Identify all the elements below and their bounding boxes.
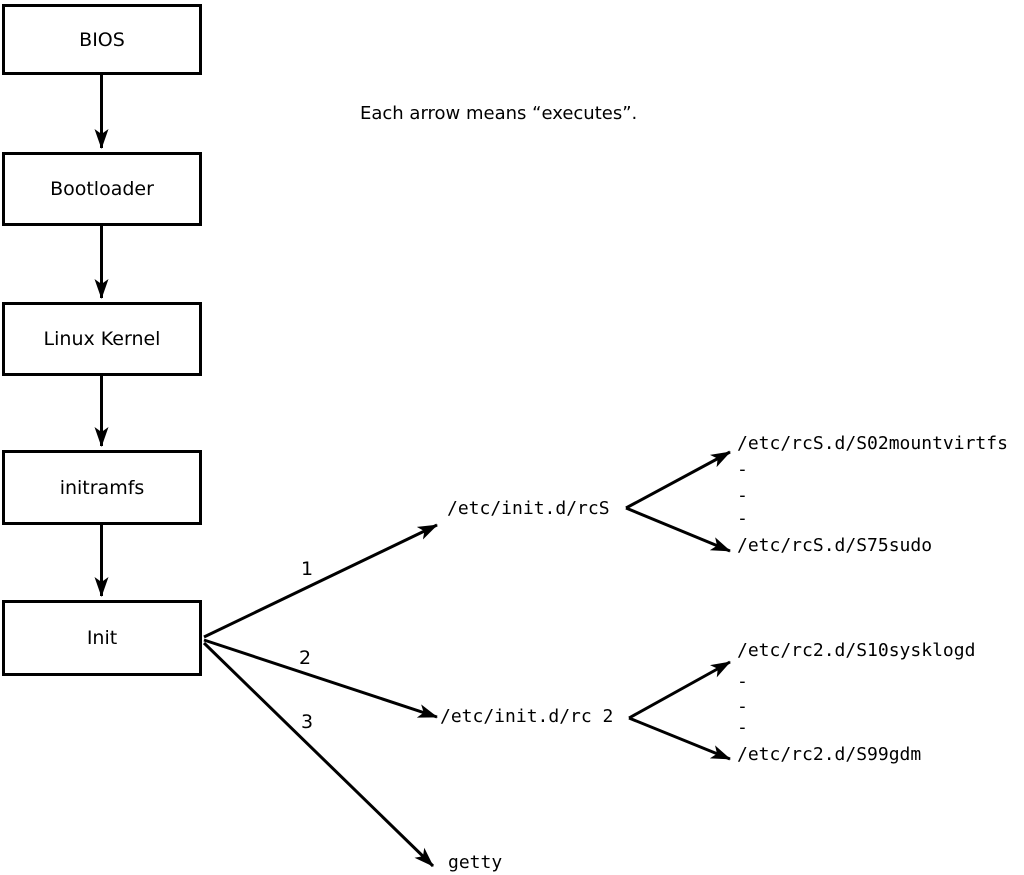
node-etc-init-d-rc2: /etc/init.d/rc 2 bbox=[440, 706, 614, 727]
rc2-script-first: /etc/rc2.d/S10sysklogd bbox=[737, 640, 976, 661]
node-bootloader-label: Bootloader bbox=[50, 178, 154, 200]
edge-label-1: 1 bbox=[301, 558, 314, 580]
arrow-rc2-to-last-script bbox=[628, 716, 731, 761]
arrow-init-to-rcS bbox=[203, 523, 438, 639]
rc2-script-last: /etc/rc2.d/S99gdm bbox=[737, 744, 922, 765]
node-linux-kernel-label: Linux Kernel bbox=[43, 328, 161, 350]
rcS-script-last: /etc/rcS.d/S75sudo bbox=[737, 535, 933, 556]
node-initramfs-label: initramfs bbox=[59, 476, 145, 499]
arrow-init-to-getty bbox=[202, 641, 435, 868]
rcS-script-ellipsis-2: - bbox=[737, 485, 748, 506]
node-bios-label: BIOS bbox=[79, 28, 125, 51]
node-getty: getty bbox=[448, 852, 503, 873]
node-initramfs: initramfs bbox=[2, 450, 202, 525]
arrow-rcS-to-first-script bbox=[625, 450, 731, 510]
rc2-script-ellipsis-1: - bbox=[737, 671, 748, 692]
node-bootloader: Bootloader bbox=[2, 152, 202, 226]
node-init-label: Init bbox=[86, 627, 118, 649]
node-init: Init bbox=[2, 600, 202, 676]
rcS-script-ellipsis-1: - bbox=[737, 459, 748, 480]
diagram-caption: Each arrow means “executes”. bbox=[360, 103, 638, 124]
edge-label-3: 3 bbox=[301, 711, 314, 733]
arrow-rc2-to-first-script bbox=[628, 660, 731, 720]
edge-label-2: 2 bbox=[299, 647, 312, 669]
node-linux-kernel: Linux Kernel bbox=[2, 302, 202, 376]
arrow-init-to-rc2 bbox=[203, 638, 438, 719]
node-etc-init-d-rcS: /etc/init.d/rcS bbox=[447, 498, 610, 519]
arrow-rcS-to-last-script bbox=[625, 506, 731, 553]
rcS-script-ellipsis-3: - bbox=[737, 508, 748, 529]
rc2-script-ellipsis-2: - bbox=[737, 696, 748, 717]
node-bios: BIOS bbox=[2, 4, 202, 75]
rc2-script-ellipsis-3: - bbox=[737, 717, 748, 738]
rcS-script-first: /etc/rcS.d/S02mountvirtfs bbox=[737, 433, 1008, 454]
